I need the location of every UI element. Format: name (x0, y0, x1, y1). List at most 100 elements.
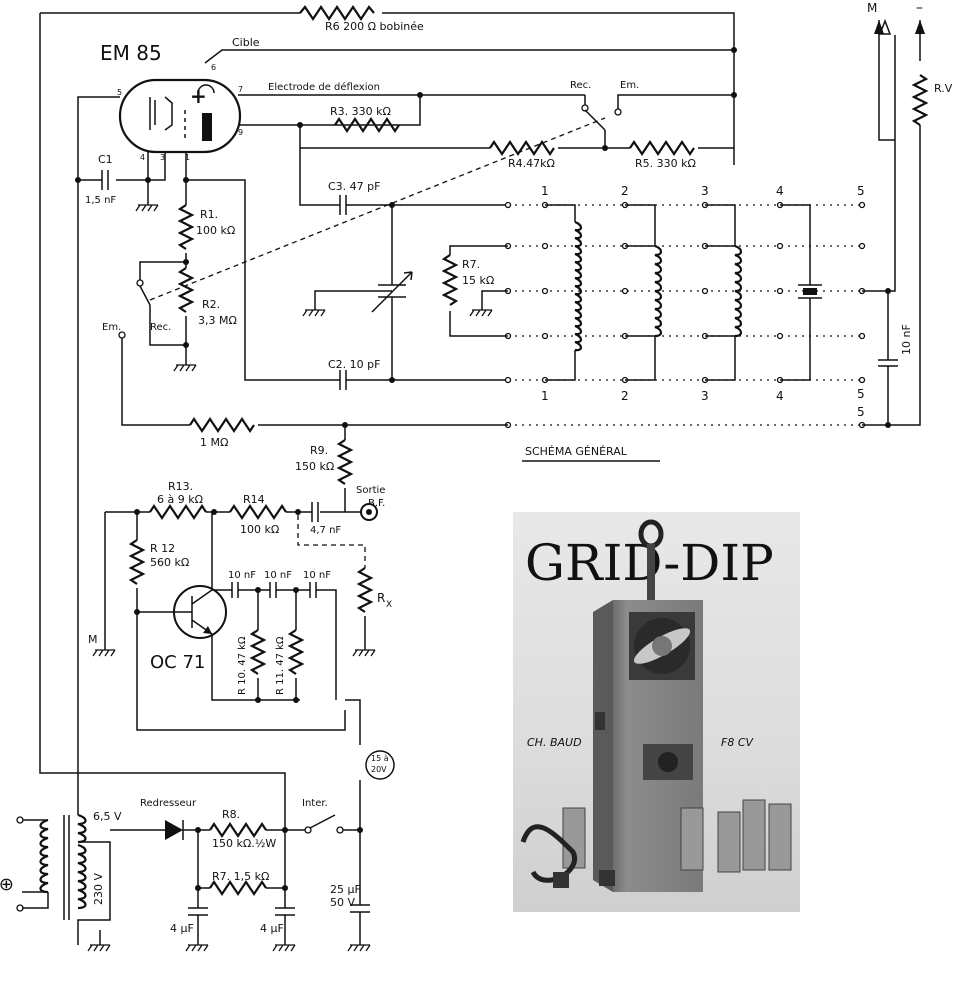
label-c1: C1 (98, 153, 113, 166)
coil-3 (734, 244, 743, 338)
switch-blade[interactable] (584, 109, 606, 131)
ground-symbol (469, 309, 493, 317)
capacitor-10nf-c (309, 582, 317, 598)
ground-symbol (185, 944, 209, 952)
resistor-r2 (177, 267, 195, 313)
pin-7: 7 (238, 85, 243, 94)
label-r1-value: 100 kΩ (196, 224, 235, 237)
coil-num-top-4: 4 (776, 184, 784, 198)
label-r10: R 10. 47 kΩ (237, 636, 248, 695)
mains-plug-icon: ⊕ (0, 877, 17, 892)
lamp-line1: 15 à (371, 754, 389, 763)
resistor-r7 (441, 254, 459, 306)
ground-symbol (352, 649, 376, 657)
label-c1-value: 1,5 nF (85, 195, 116, 206)
cible-wire (204, 49, 734, 64)
label-r14: R14 (243, 493, 265, 506)
lamp-indicator (365, 750, 395, 780)
coil-num-top-1: 1 (541, 184, 549, 198)
ground-symbol (173, 364, 197, 372)
coil-num-bot-1: 1 (541, 389, 549, 403)
label-4uf-b: 4 µF (260, 922, 284, 935)
label-r3: R3. 330 kΩ (330, 105, 391, 118)
label-r7b: R7. 1,5 kΩ (212, 870, 269, 883)
ground-symbol (92, 649, 116, 657)
label-r13: R13. (168, 480, 193, 493)
tube-em85: + (118, 78, 242, 154)
label-r12: R 12 (150, 542, 175, 555)
label-r11: R 11. 47 kΩ (275, 636, 286, 695)
resistor-r13 (149, 504, 207, 520)
pin-9: 9 (238, 128, 243, 137)
variable-capacitor[interactable] (378, 284, 406, 298)
schema-title: SCHÉMA GÉNÉRAL (525, 445, 628, 458)
resistor-rv (911, 74, 929, 126)
wire (449, 245, 508, 255)
label-electrode: Electrode de déflexion (268, 81, 380, 93)
label-cible: Cible (232, 36, 260, 49)
resistor-r9 (336, 439, 354, 485)
label-r9-value: 150 kΩ (295, 460, 334, 473)
capacitor-c3 (339, 195, 347, 215)
heater-wire (77, 96, 120, 760)
label-25uf-v: 50 V (330, 896, 355, 909)
label-r2: R2. (202, 298, 220, 311)
label-c3: C3. 47 pF (328, 180, 380, 193)
label-25uf: 25 µF (330, 883, 361, 896)
left-rail-wire (39, 13, 286, 830)
photo-illustration: GRID-DIP CH. BAUD F8 CV (520, 519, 792, 892)
pin-5: 5 (117, 88, 122, 97)
resistor-r12 (128, 539, 146, 585)
label-10nf-b: 10 nF (264, 570, 292, 581)
transformer (39, 813, 87, 920)
pin-4: 4 (140, 153, 145, 162)
label-4uf-a: 4 µF (170, 922, 194, 935)
coil-2 (654, 244, 663, 338)
resistor-r7-1-5k (209, 880, 267, 896)
pin-6: 6 (211, 63, 216, 72)
ground-symbol (272, 944, 296, 952)
resistor-r1 (177, 204, 195, 250)
arrow-m (878, 18, 892, 35)
label-rec-left: Rec. (150, 322, 171, 333)
coil-1-wire (545, 204, 576, 381)
label-rx: R (377, 591, 385, 605)
label-m-top: M (867, 1, 877, 15)
photo-right-text: F8 CV (721, 736, 755, 749)
label-r9: R9. (310, 444, 328, 457)
label-1mohm: 1 MΩ (200, 436, 228, 449)
wire (888, 125, 921, 426)
label-rv: R.V (934, 82, 953, 95)
resistor-1mohm (189, 417, 255, 433)
capacitor-10nf-b (269, 582, 277, 598)
label-r1: R1. (200, 208, 218, 221)
wire (238, 124, 340, 206)
capacitor-4-7nf (311, 502, 319, 522)
coil-4-wire (780, 204, 811, 381)
capacitor-c2 (339, 370, 347, 390)
terminal-grid[interactable] (504, 201, 866, 429)
label-r8: R8. (222, 808, 240, 821)
capacitor-10nf (878, 359, 898, 367)
pin-3: 3 (160, 153, 165, 162)
wire (862, 290, 889, 360)
label-r12-value: 560 kΩ (150, 556, 189, 569)
switch-blade-left[interactable] (139, 285, 151, 306)
label-oc71: OC 71 (150, 652, 205, 673)
label-r14-value: 100 kΩ (240, 523, 279, 536)
pin-1: 1 (185, 153, 190, 162)
resistor-r8 (209, 822, 267, 838)
label-m-left: M (88, 633, 98, 646)
power-switch[interactable] (309, 814, 336, 829)
resistor-rx (356, 567, 374, 613)
label-r13-value: 6 à 9 kΩ (157, 493, 203, 506)
ground-symbol (135, 204, 159, 212)
coil-num-top-3: 3 (701, 184, 709, 198)
label-4-7nf: 4,7 nF (310, 525, 341, 536)
coil-num-top-5: 5 (857, 184, 865, 198)
capacitor-4uf-b (275, 907, 295, 916)
ground-symbol (87, 944, 111, 952)
wire (617, 94, 734, 109)
wire (139, 261, 186, 280)
